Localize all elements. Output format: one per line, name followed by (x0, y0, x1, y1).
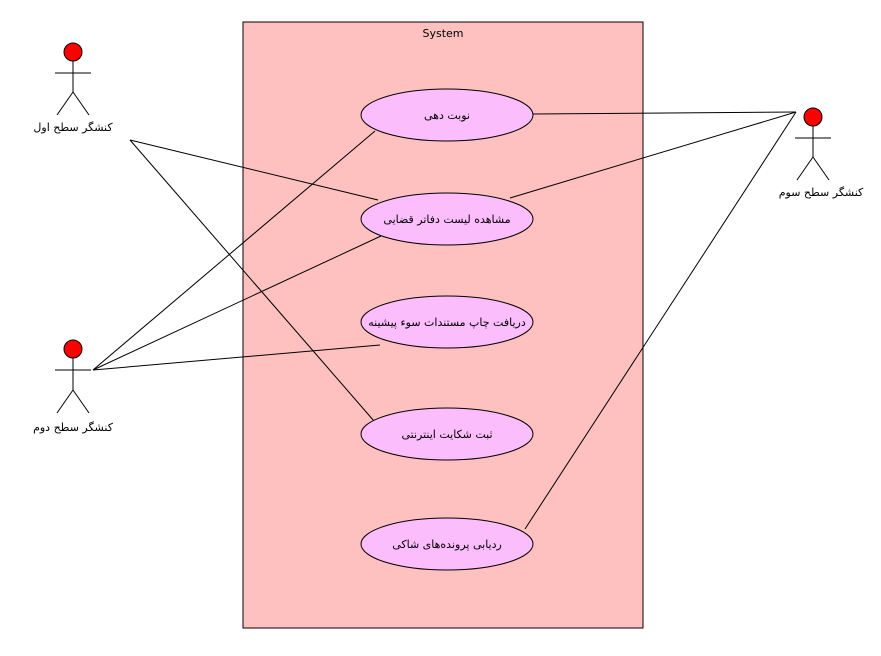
stick-figure-icon (55, 61, 91, 116)
association-line-a2-u2 (92, 235, 382, 371)
use-case-label: ردیابی پرونده‌های شاکی (392, 538, 502, 551)
stick-figure-icon (55, 358, 91, 414)
use-case-ellipse (360, 407, 534, 461)
association-line-a2-u3 (92, 344, 381, 371)
system-title: System (422, 27, 463, 40)
actor-head-icon (63, 339, 83, 359)
use-case-ellipse (360, 517, 534, 571)
use-case-u3[interactable]: دریافت چاپ مستندات سوء پیشینه (360, 295, 534, 349)
actor-head-icon (63, 42, 83, 62)
association-line-a3-u2 (509, 111, 797, 199)
actor-head-icon (803, 107, 823, 127)
use-case-ellipse (360, 295, 534, 349)
use-case-label: نوبت دهی (424, 109, 470, 122)
actor-a2[interactable]: کنشگر سطح دوم (33, 339, 114, 434)
association-line-a3-u1 (532, 111, 797, 115)
use-case-u2[interactable]: مشاهده لیست دفاتر قضایی (360, 192, 534, 246)
actor-label: کنشگر سطح سوم (779, 186, 864, 199)
use-case-u5[interactable]: ردیابی پرونده‌های شاکی (360, 517, 534, 571)
associations (92, 111, 797, 530)
association-line-a1-u2 (129, 139, 379, 201)
actor-label: کنشگر سطح اول (33, 121, 113, 134)
stick-figure-icon (795, 126, 831, 181)
use-case-label: مشاهده لیست دفاتر قضایی (383, 213, 510, 226)
association-line-a3-u5 (524, 111, 797, 530)
actor-label: کنشگر سطح دوم (33, 421, 114, 434)
use-case-label: دریافت چاپ مستندات سوء پیشینه (368, 316, 526, 329)
association-line-a1-u4 (129, 139, 375, 422)
use-case-ellipse (360, 192, 534, 246)
use-case-ellipse (360, 88, 534, 142)
actor-a3[interactable]: کنشگر سطح سوم (779, 107, 864, 199)
use-case-u1[interactable]: نوبت دهی (360, 88, 534, 142)
use-case-u4[interactable]: ثبت شکایت اینترنتی (360, 407, 534, 461)
association-line-a2-u1 (92, 130, 376, 371)
use-case-label: ثبت شکایت اینترنتی (401, 428, 492, 441)
actor-a1[interactable]: کنشگر سطح اول (33, 42, 113, 134)
